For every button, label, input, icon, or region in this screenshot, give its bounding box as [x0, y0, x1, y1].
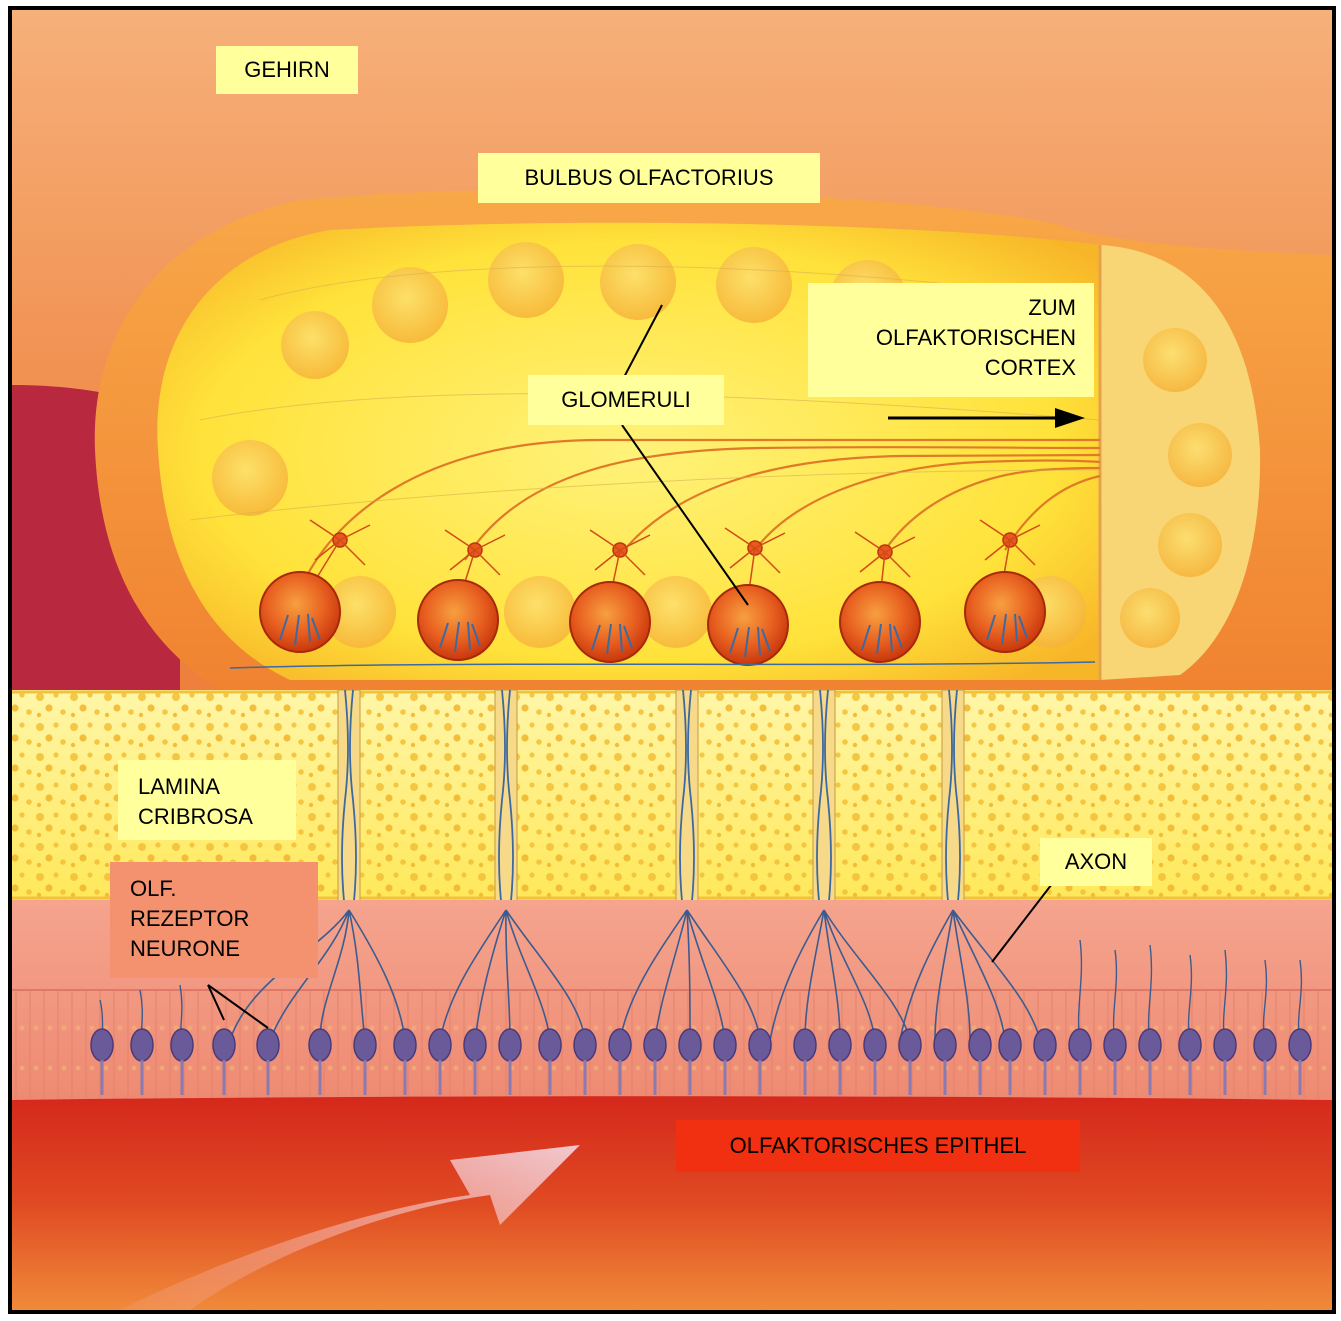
label-olfaktorisches-epithel: OLFAKTORISCHES EPITHEL — [676, 1120, 1080, 1172]
label-bulbus-olfactorius: BULBUS OLFACTORIUS — [478, 153, 820, 203]
label-gehirn: GEHIRN — [216, 46, 358, 94]
label-glomeruli: GLOMERULI — [528, 375, 724, 425]
label-olf-rezeptor-neurone: OLF. REZEPTOR NEURONE — [110, 862, 318, 978]
label-lamina-cribrosa: LAMINA CRIBROSA — [118, 760, 296, 840]
label-zum-olfaktorischen-cortex: ZUM OLFAKTORISCHEN CORTEX — [808, 283, 1094, 397]
label-axon: AXON — [1040, 838, 1152, 886]
